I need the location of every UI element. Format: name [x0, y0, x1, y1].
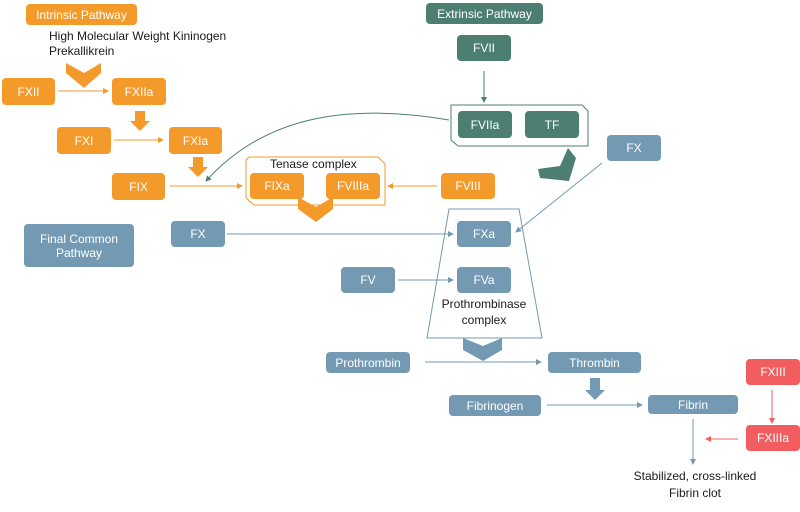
extrinsic-pathway-header: Extrinsic Pathway [426, 3, 543, 24]
prothrombinase-label-line2: complex [461, 313, 507, 327]
node-tf: TF [525, 111, 579, 138]
node-fviii: FVIII [441, 173, 495, 199]
tenase-chevron [298, 197, 333, 222]
node-fx-left: FX [171, 221, 225, 247]
extrinsic-chevron [538, 148, 576, 181]
node-fviiia: FVIIIa [326, 173, 380, 199]
prothrombinase-chevron [463, 338, 502, 361]
node-fibrinogen: Fibrinogen [449, 395, 541, 416]
node-fxiiia: FXIIIa [746, 425, 800, 451]
node-thrombin: Thrombin [548, 352, 641, 373]
cofactor-chevron [66, 63, 101, 88]
node-fx-right: FX [607, 135, 661, 161]
cofactor-prekallikrein: Prekallikrein [49, 44, 115, 58]
extrinsic-complex-outline [450, 104, 589, 147]
fviia-to-fix-curve [205, 112, 450, 182]
tenase-complex-label: Tenase complex [270, 157, 357, 171]
thrombin-to-fibrinogen-arrow [585, 378, 605, 400]
outcome-line1: Stabilized, cross-linked [633, 469, 757, 483]
node-fxii: FXII [2, 78, 55, 105]
fxiia-to-fxi-arrow [130, 111, 150, 131]
node-fxi: FXI [57, 127, 111, 154]
prothrombinase-label-line1: Prothrombinase [441, 297, 527, 311]
node-fv: FV [341, 267, 395, 293]
node-fxia: FXIa [169, 127, 222, 154]
node-fxiii: FXIII [746, 359, 800, 385]
node-fvii: FVII [457, 35, 511, 61]
outcome-line2: Fibrin clot [668, 486, 721, 500]
node-fibrin: Fibrin [648, 395, 738, 414]
node-fix: FIX [112, 173, 165, 200]
final-common-pathway-header: Final Common Pathway [24, 224, 134, 267]
intrinsic-pathway-header: Intrinsic Pathway [26, 4, 137, 25]
prothrombinase-outline [426, 208, 543, 339]
cofactor-hmwk: High Molecular Weight Kininogen [49, 29, 227, 43]
node-fxiia: FXIIa [112, 78, 166, 105]
fx-right-to-fxa-line [515, 162, 603, 233]
fxia-to-fix-arrow [188, 157, 208, 177]
node-fxa: FXa [457, 221, 511, 247]
node-fva: FVa [457, 267, 511, 293]
node-fviia: FVIIa [458, 111, 512, 138]
node-fixa: FIXa [250, 173, 304, 199]
node-prothrombin: Prothrombin [326, 352, 410, 373]
